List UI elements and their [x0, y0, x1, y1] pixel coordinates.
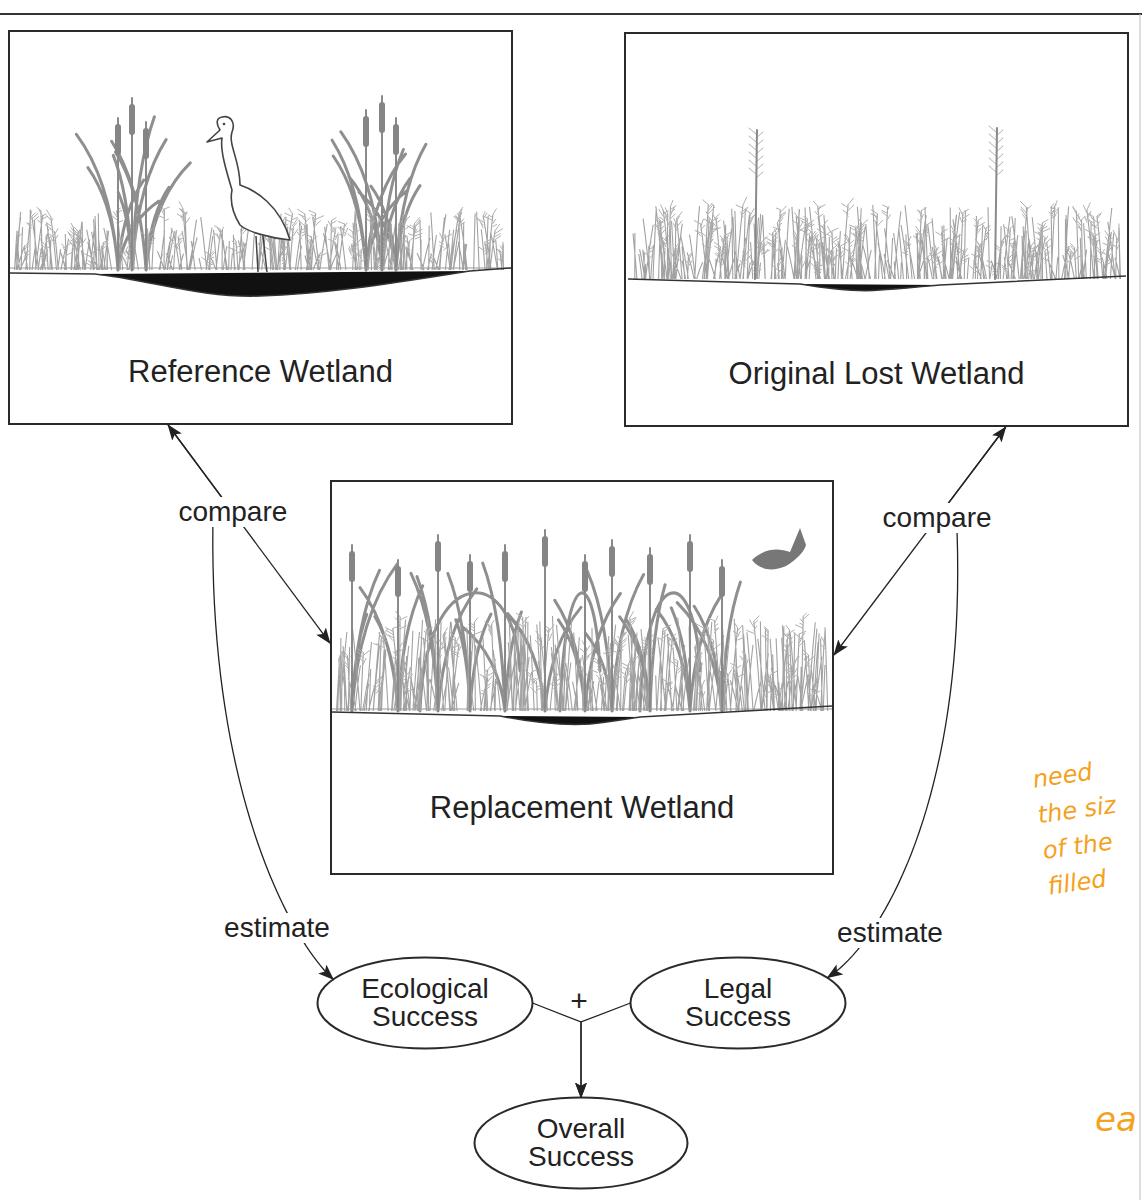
edge-label: estimate — [220, 913, 334, 943]
heron-body — [207, 117, 290, 240]
outcome-ellipse: Overall Success — [473, 1096, 689, 1190]
heron — [207, 117, 290, 272]
box-title: Reference Wetland — [128, 355, 393, 389]
edge-label: compare — [879, 503, 996, 533]
grass-plume — [339, 611, 825, 698]
ellipse-text: Legal Success — [663, 975, 813, 1031]
ground-line — [10, 268, 511, 296]
page-frame — [1140, 14, 1141, 1200]
connector-arrow — [581, 1003, 631, 1098]
connector-arrow — [168, 425, 330, 643]
replacement-vegetation — [337, 530, 828, 711]
ellipse-content: Legal Success — [629, 956, 847, 1050]
wetland-box: Original Lost Wetland — [624, 32, 1129, 427]
wetland-box: Replacement Wetland — [330, 480, 834, 875]
ground-line — [628, 276, 1126, 291]
connector-arrow — [827, 427, 1005, 978]
heron-eye — [223, 123, 226, 126]
heron-leg — [263, 236, 267, 272]
connector-arrow — [533, 1003, 582, 1098]
cattail-stalk — [352, 530, 722, 711]
ground-line — [332, 706, 832, 725]
water-line — [332, 709, 832, 710]
outcome-ellipse: Legal Success — [629, 956, 847, 1050]
handwritten-note: ea — [1095, 1100, 1137, 1139]
edge-label: estimate — [833, 918, 947, 948]
cattail-stalk — [755, 128, 997, 279]
box-title: Replacement Wetland — [430, 791, 734, 825]
ellipse-text: Overall Success — [506, 1115, 656, 1171]
edge-label: compare — [174, 497, 291, 527]
cattail-head — [352, 539, 722, 594]
ellipse-content: Ecological Success — [316, 956, 534, 1050]
grass-plume — [643, 126, 1119, 276]
heron-leg — [256, 236, 258, 272]
handwritten-note: need the siz of the filled — [1030, 749, 1139, 904]
cattail-head — [118, 105, 396, 156]
connector-arrow — [168, 425, 333, 979]
page-frame — [0, 13, 1142, 15]
reference-vegetation — [15, 96, 504, 270]
connector-arrow — [834, 427, 1006, 655]
plus-sign: + — [570, 983, 588, 1018]
ellipse-content: Overall Success — [473, 1096, 689, 1190]
flying-bird — [752, 528, 806, 569]
wetland-box: Reference Wetland — [8, 30, 513, 425]
original-vegetation — [633, 126, 1121, 279]
ellipse-shape — [318, 958, 533, 1049]
water-line — [10, 268, 511, 269]
box-title: Original Lost Wetland — [729, 357, 1025, 391]
ellipse-shape — [475, 1098, 688, 1189]
ellipse-shape — [631, 958, 846, 1049]
ellipse-text: Ecological Success — [350, 975, 500, 1031]
outcome-ellipse: Ecological Success — [316, 956, 534, 1050]
